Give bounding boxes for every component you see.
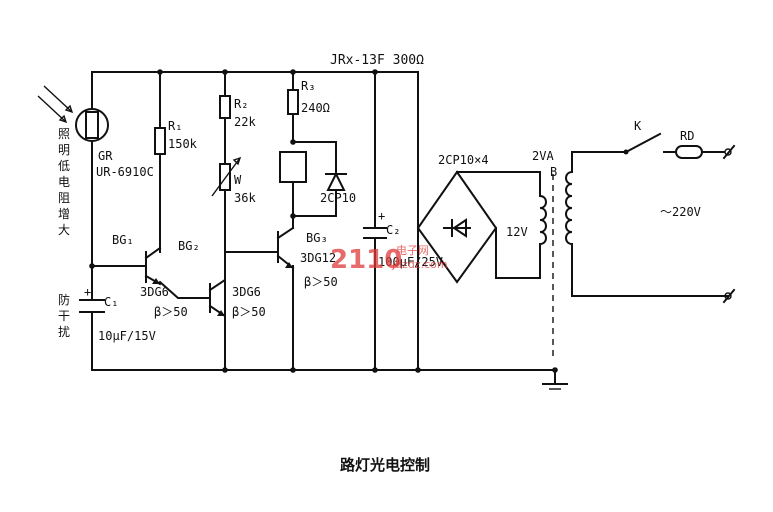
c1-plus: + (84, 285, 91, 299)
resistor-r2 (219, 95, 231, 119)
w-value: 36k (234, 191, 256, 205)
r2-value: 22k (234, 115, 256, 129)
bg3-label: BG₃ (306, 231, 328, 245)
diagram-caption: 路灯光电控制 (340, 456, 430, 474)
bridge-label: 2CP10×4 (438, 153, 489, 167)
svg-text:防: 防 (58, 292, 70, 307)
c2-label: C₂ (386, 223, 400, 237)
resistor-r3 (287, 89, 299, 115)
potentiometer-w (211, 156, 242, 197)
transistor-bg1 (144, 246, 162, 286)
bg2-type: 3DG6 (232, 285, 261, 299)
c2-value: 100μF/25V (378, 255, 443, 269)
svg-text:明: 明 (58, 143, 70, 157)
svg-text:大: 大 (58, 223, 70, 237)
ground-symbol (542, 383, 568, 390)
switch-k (623, 132, 662, 155)
junction-dots (89, 69, 558, 373)
svg-text:2110: 2110 (330, 245, 402, 275)
capacitor-c2 (363, 227, 387, 239)
capacitor-c1 (79, 295, 105, 319)
c1-value: 10μF/15V (98, 329, 156, 343)
c1-label: C₁ (104, 295, 118, 309)
r3-label: R₃ (301, 79, 315, 93)
fuse-rd (663, 144, 736, 304)
diode-value: 2CP10 (320, 191, 356, 205)
transformer-va: 2VA (532, 149, 554, 163)
svg-text:干: 干 (58, 309, 70, 323)
watermark-logo: 2110 电子网 jdzdz.com (330, 244, 448, 275)
r1-label: R₁ (168, 119, 182, 133)
bg1-beta: β＞50 (154, 305, 188, 319)
transistor-bg3 (276, 226, 295, 270)
relay-label: JRx-13F 300Ω (330, 53, 424, 68)
transformer-b (538, 170, 574, 360)
transistor-bg2 (208, 251, 226, 371)
switch-label: K (634, 119, 642, 133)
svg-text:增: 增 (58, 207, 70, 221)
r3-value: 240Ω (301, 101, 330, 115)
transformer-label: B (550, 165, 557, 179)
bg1-type: 3DG6 (140, 285, 169, 299)
svg-text:照: 照 (58, 127, 70, 141)
gr-label: GR (98, 149, 113, 163)
bg2-beta: β＞50 (232, 305, 266, 319)
resistor-r1 (154, 127, 166, 155)
bg3-beta: β＞50 (304, 275, 338, 289)
svg-text:阻: 阻 (58, 191, 70, 205)
c2-plus: + (378, 209, 385, 223)
r2-label: R₂ (234, 97, 248, 111)
bridge-rectifier (416, 170, 498, 284)
svg-text:扰: 扰 (58, 325, 70, 339)
transformer-secondary: 12V (506, 225, 528, 239)
bg2-label: BG₂ (178, 239, 200, 253)
svg-text:jdzdz.com: jdzdz.com (391, 258, 448, 271)
svg-text:低: 低 (58, 159, 70, 173)
diode-2cp10 (325, 171, 347, 191)
w-label: W (234, 173, 242, 187)
svg-text:电子网: 电子网 (396, 244, 429, 257)
bg3-type: 3DG12 (300, 251, 336, 265)
r1-value: 150k (168, 137, 198, 151)
fuse-label: RD (680, 129, 694, 143)
wires (91, 71, 729, 385)
relay-coil (279, 151, 307, 183)
bg1-label: BG₁ (112, 233, 134, 247)
mains-label: ～220V (660, 205, 701, 219)
gr-model-label: UR-6910C (96, 165, 154, 179)
anti-jam-note: 防 干 扰 (58, 292, 70, 339)
svg-text:电: 电 (58, 175, 70, 189)
photoresistor-gr (37, 85, 109, 142)
side-note: 照 明 低 电 阻 增 大 (58, 127, 70, 237)
